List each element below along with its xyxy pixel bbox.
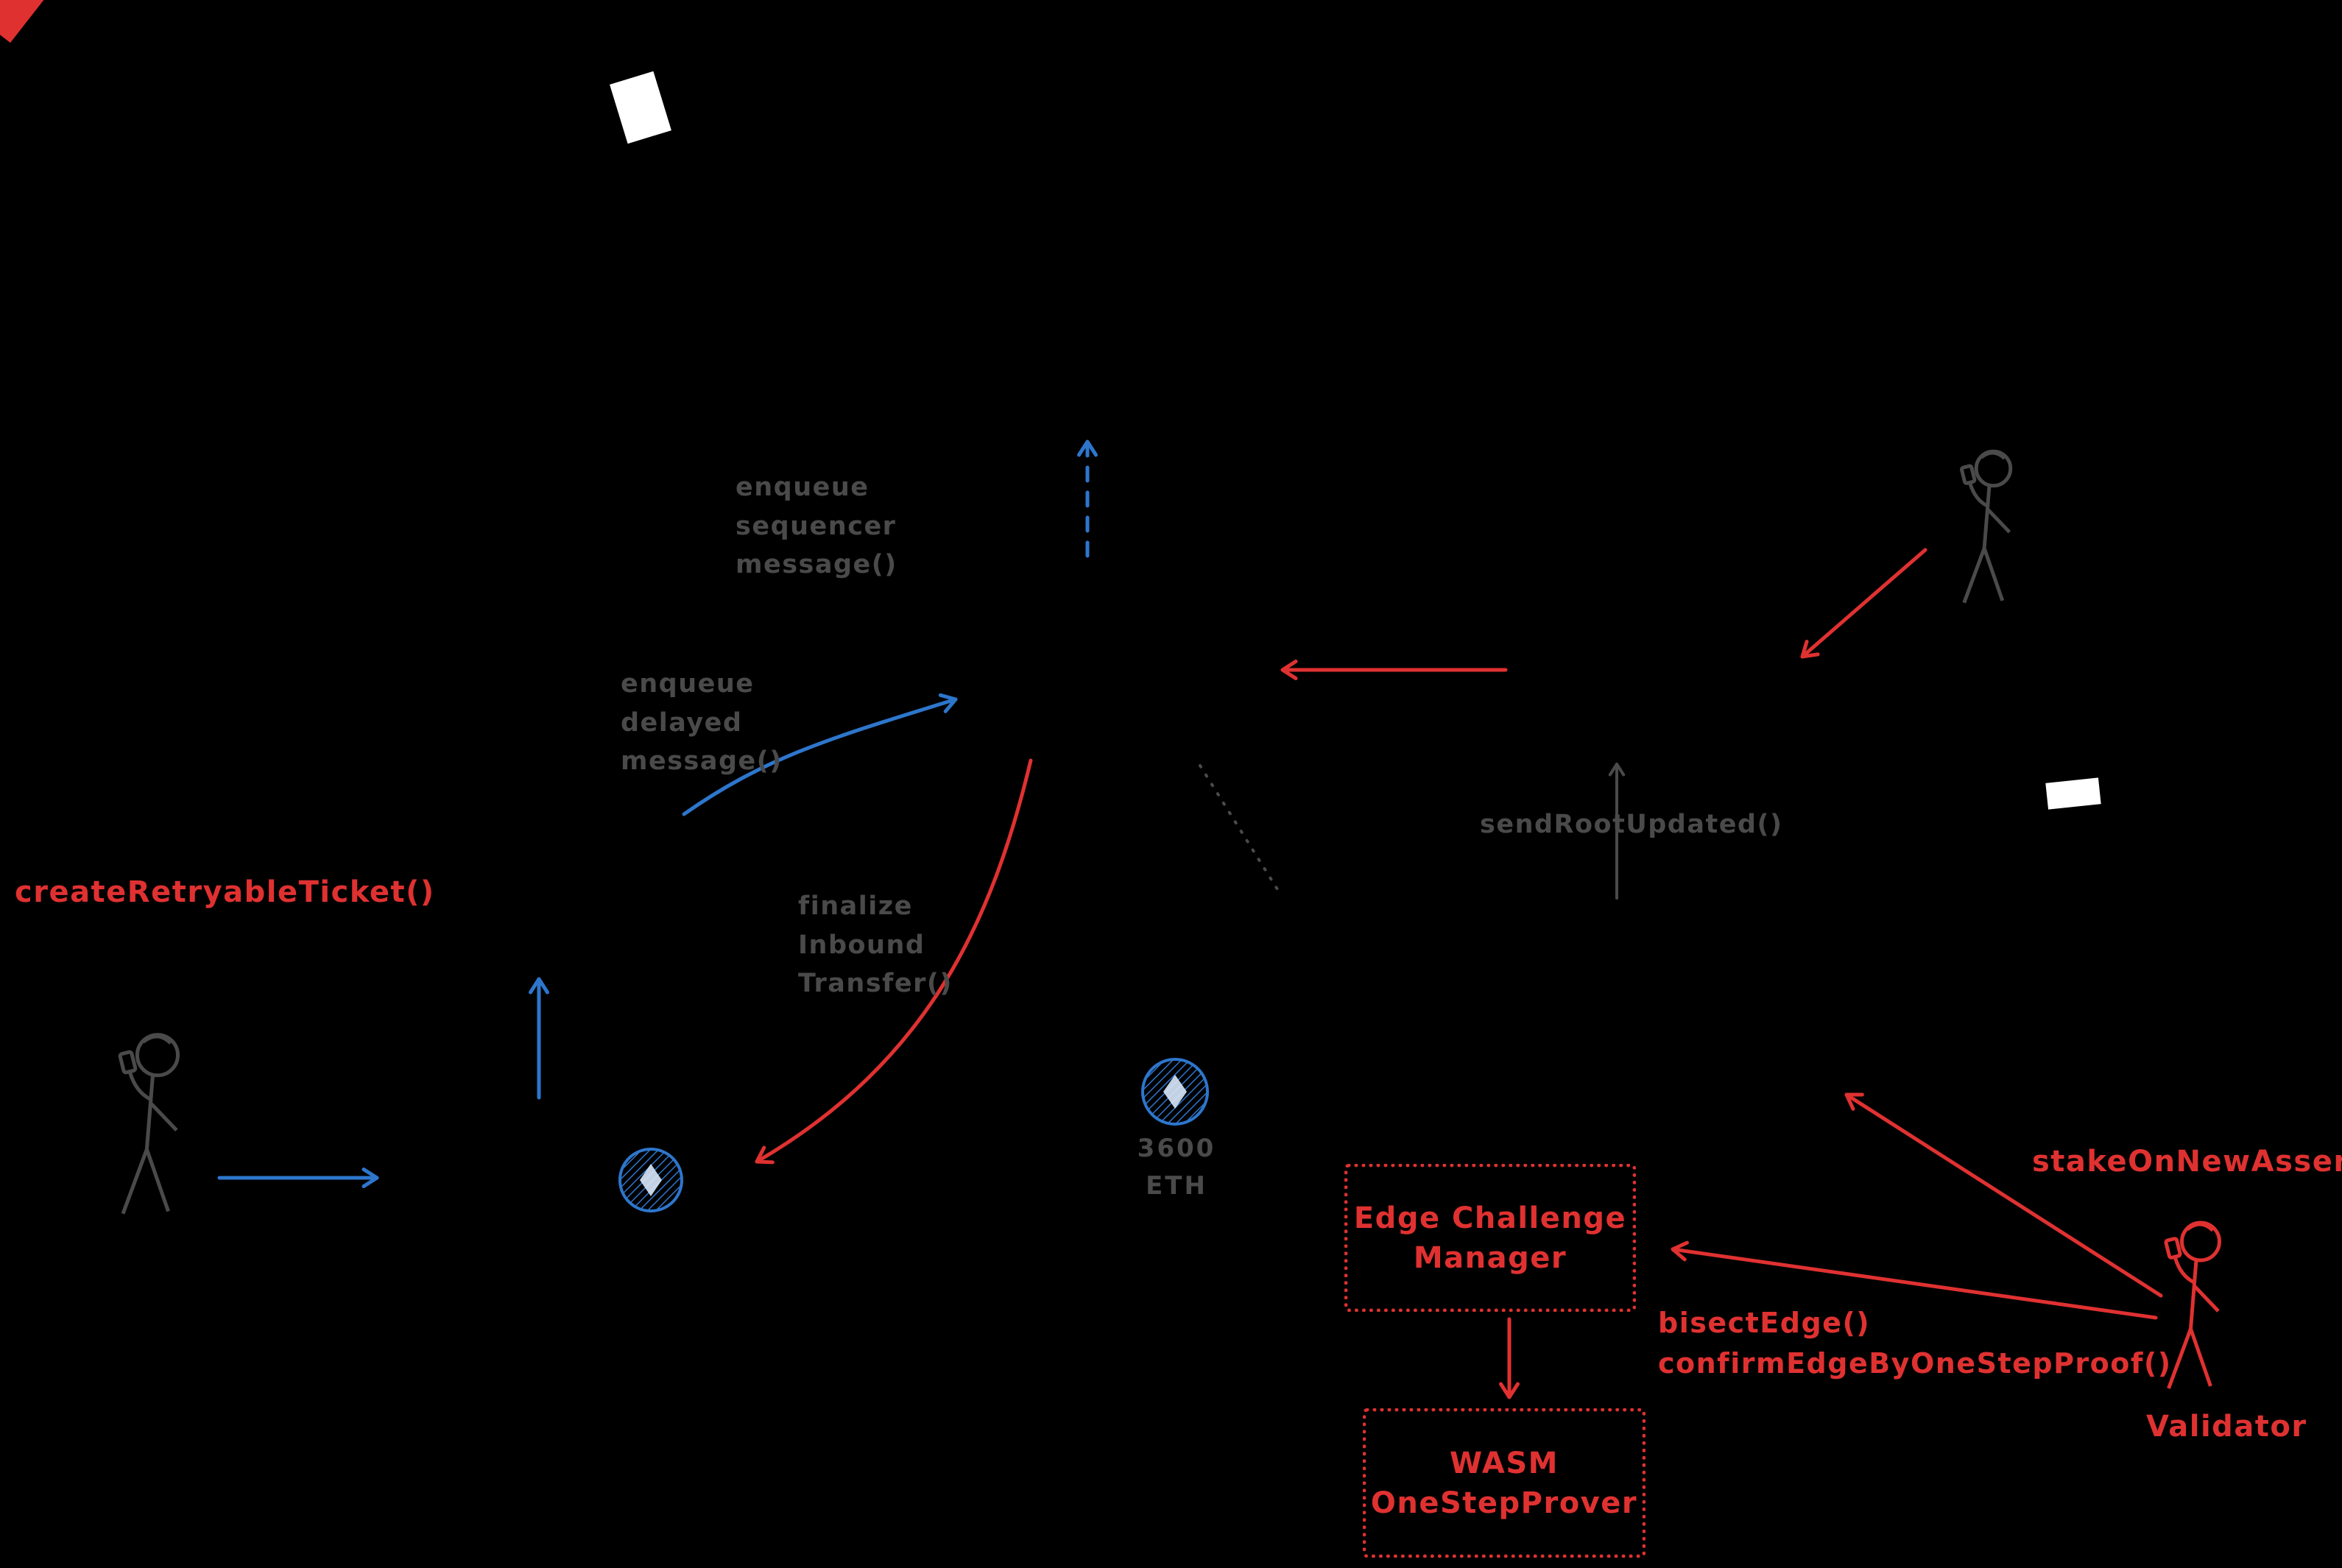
eth-coin-icon: [1141, 1058, 1209, 1126]
bisect-edge-arrow: [1671, 1240, 2158, 1320]
stake-on-new-assertion-label: stakeOnNewAssertion(): [2032, 1145, 2342, 1179]
send-root-updated-label: sendRootUpdated(): [1480, 810, 1783, 839]
stick-figure-user-left-icon: [119, 1035, 177, 1214]
bisect-edge-calls-label: bisectEdge() confirmEdgeByOneStepProof(): [1658, 1307, 2172, 1380]
finalize-inbound-transfer-arrow: [755, 758, 1033, 1165]
finalize-inbound-transfer-label: finalize Inbound Transfer(): [798, 891, 953, 998]
user-right-down-arrow: [1800, 548, 1927, 659]
wasm-one-step-prover-box: WASM OneStepProver: [1363, 1408, 1646, 1558]
eth-amount-label: 3600 ETH: [1137, 1134, 1216, 1201]
gray-dotted-line: [1199, 764, 1279, 891]
validator-label: Validator: [2146, 1410, 2307, 1444]
create-retryable-ticket-label: createRetryableTicket(): [15, 875, 435, 909]
enqueue-delayed-message-arrow: [682, 693, 958, 816]
enqueue-sequencer-message-label: enqueue sequencer message(): [736, 473, 897, 579]
edge-challenge-manager-box: Edge Challenge Manager: [1344, 1164, 1636, 1312]
enqueue-delayed-message-label: enqueue delayed message(): [621, 669, 783, 776]
stick-figure-user-right-icon: [1961, 451, 2011, 603]
eth-coin-icon: [618, 1148, 683, 1212]
stake-on-new-assertion-arrow: [1844, 1092, 2163, 1298]
stick-figure-validator-icon: [2165, 1223, 2219, 1388]
